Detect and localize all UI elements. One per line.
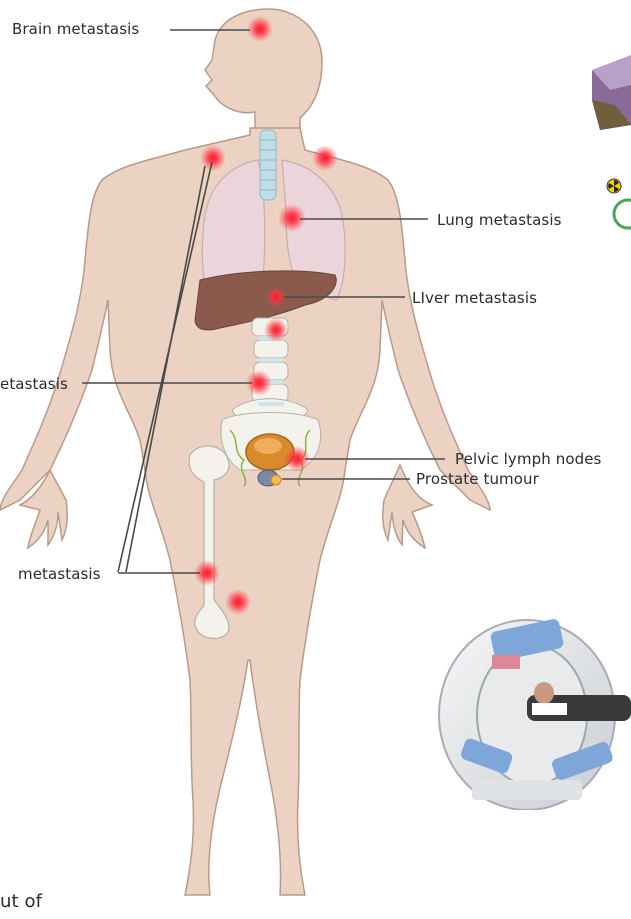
met-lung (278, 204, 306, 232)
met-brain (247, 16, 273, 42)
label-brain-metastasis: Brain metastasis (12, 20, 139, 38)
label-prostate-tumour: Prostate tumour (416, 470, 539, 488)
met-spine-upper (264, 318, 288, 342)
label-lung-metastasis: Lung metastasis (437, 211, 562, 229)
footer-text-fragment: ut of (0, 893, 42, 911)
met-shoulder-right (312, 145, 338, 171)
trachea (260, 130, 276, 200)
label-liver-metastasis: LIver metastasis (412, 289, 537, 307)
met-shoulder-left (200, 145, 226, 171)
label-spine-metastasis: etastasis (0, 375, 68, 393)
met-thigh (225, 589, 251, 615)
label-pelvic-lymph-nodes: Pelvic lymph nodes (455, 450, 601, 468)
label-bone-metastasis: metastasis (18, 565, 101, 583)
met-liver (266, 287, 286, 307)
